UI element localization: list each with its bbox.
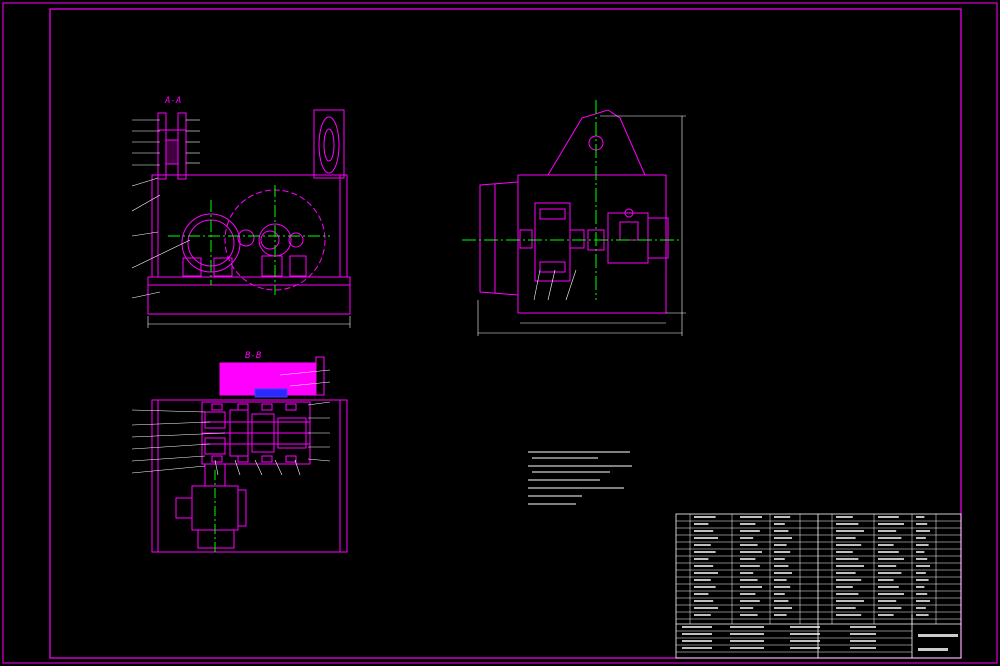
section-b-title: B-B	[245, 351, 262, 361]
section-b-view: B-B	[131, 351, 348, 555]
side-view	[462, 100, 686, 336]
section-a-title: A-A	[164, 96, 181, 106]
front-view: A-A	[131, 96, 351, 328]
inner-drawing-frame	[49, 8, 962, 659]
technical-notes	[528, 451, 632, 505]
parts-list-title-block	[675, 513, 962, 659]
